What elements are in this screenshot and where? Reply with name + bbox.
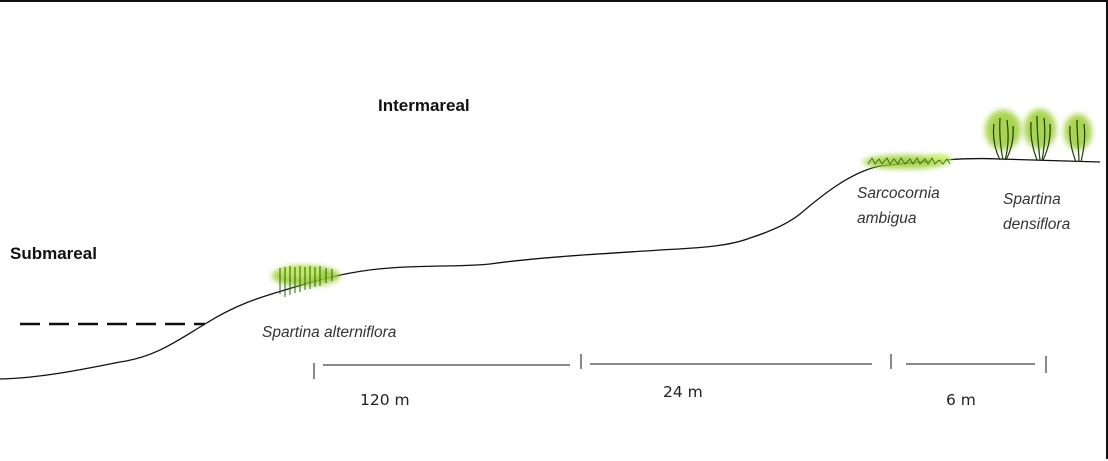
spartina-densiflora-label-line1: Spartina [1003, 191, 1061, 208]
distance-label-segment2: 24 m [663, 383, 703, 401]
intertidal-zone-label: Intermareal [378, 96, 470, 115]
spartina-densiflora-label-line2: densiflora [1003, 216, 1071, 233]
terrain-profile-line [0, 157, 1101, 380]
spartina-alterniflora-vegetation [272, 266, 340, 297]
spartina-alterniflora-label: Spartina alterniflora [262, 324, 397, 341]
sarcocornia-label-line2: ambigua [857, 210, 917, 227]
distance-scale [313, 354, 1047, 379]
distance-label-segment1: 120 m [360, 391, 410, 409]
sarcocornia-ambigua-vegetation [863, 154, 952, 169]
spartina-densiflora-vegetation [985, 109, 1092, 163]
subtidal-zone-label: Submareal [10, 244, 97, 263]
distance-label-segment3: 6 m [946, 391, 976, 409]
sarcocornia-label-line1: Sarcocornia [857, 185, 940, 202]
